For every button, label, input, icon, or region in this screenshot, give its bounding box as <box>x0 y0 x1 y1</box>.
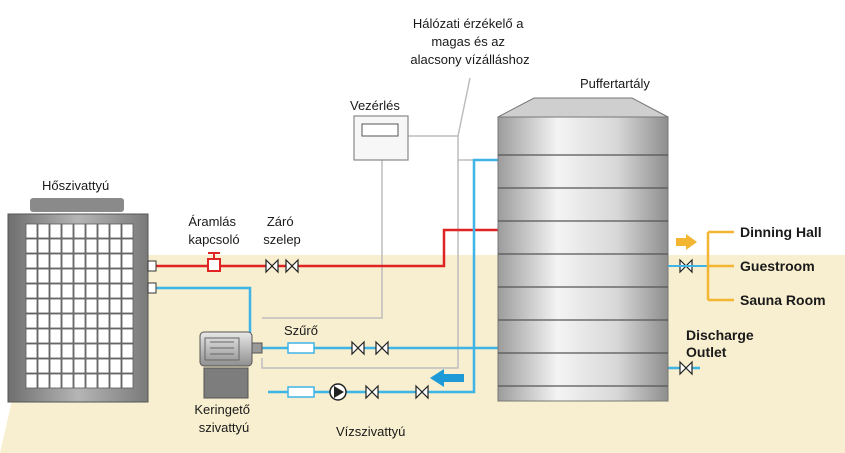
check-valve-icon <box>375 340 389 356</box>
outlet-guestroom: Guestroom <box>740 258 815 274</box>
filter-icon <box>287 342 315 354</box>
flow-switch-icon <box>207 252 221 272</box>
control-panel-icon <box>353 115 409 161</box>
supply-arrow-icon <box>676 234 697 250</box>
circulation-pump-icon <box>199 331 263 399</box>
water-pump-label: Vízszivattyú <box>336 424 405 439</box>
outlet-sauna-room: Sauna Room <box>740 292 826 308</box>
filter-icon <box>287 386 315 398</box>
discharge-outlet-label: Discharge Outlet <box>686 327 758 360</box>
hot-water-pipe <box>156 228 498 268</box>
control-wires <box>261 77 498 369</box>
heat-pump-unit <box>7 198 157 403</box>
controller-label: Vezérlés <box>350 98 400 113</box>
pump-icon <box>329 383 347 401</box>
circulation-pump-label: Keringető szivattyú <box>194 402 253 435</box>
heat-pump-fan-grid <box>25 223 134 389</box>
buffer-tank-label: Puffertartály <box>580 76 650 91</box>
distribution-branch <box>668 230 734 302</box>
check-valve-icon <box>365 384 379 400</box>
return-arrow-icon <box>430 369 464 387</box>
buffer-tank <box>497 97 669 402</box>
flow-switch-label: Áramlás kapcsoló <box>188 214 239 247</box>
filter-label: Szűrő <box>284 323 318 338</box>
check-valve-icon <box>265 258 279 274</box>
heat-pump-label: Hőszivattyú <box>42 178 109 193</box>
check-valve-icon <box>351 340 365 356</box>
sensor-label: Hálózati érzékelő a magas és az alacsony… <box>410 16 529 67</box>
shutoff-valve-label: Záró szelep <box>263 214 301 247</box>
check-valve-icon <box>285 258 299 274</box>
check-valve-icon <box>679 360 693 376</box>
outlet-dinning-hall: Dinning Hall <box>740 224 822 240</box>
check-valve-icon <box>265 258 693 400</box>
check-valve-icon <box>415 384 429 400</box>
